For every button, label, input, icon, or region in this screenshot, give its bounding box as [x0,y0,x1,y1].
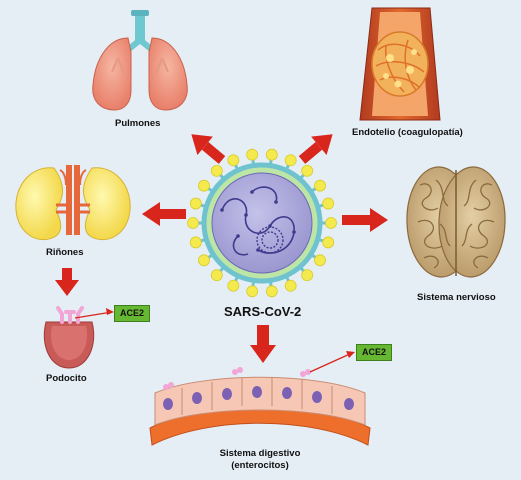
arrow-to-podocyte [55,268,79,296]
brain-illustration [406,166,506,278]
spike-head [322,236,335,249]
spike-head [265,148,278,161]
spike-head [210,164,223,177]
label-virus: SARS-CoV-2 [224,304,302,319]
spike-head [314,254,326,267]
label-lungs: Pulmones [115,118,161,129]
endothelium-illustration [359,7,441,121]
spike-head [325,217,337,229]
spike-head [246,285,259,298]
spike-head [227,279,240,292]
arrow-to-endothelium [298,134,333,164]
digestive-illustration [149,367,371,446]
ace2-pointer-enterocyte [309,351,355,373]
spike-head [198,254,210,267]
arrow-to-kidneys [142,202,186,226]
spike-head [227,154,240,167]
label-podocyte: Podocito [46,373,87,384]
spike-head [265,285,278,298]
label-digestive-line1: Sistema digestivo [219,448,301,459]
spike-head [301,164,314,177]
spike-head [246,148,259,161]
spike-head [198,179,210,192]
arrow-to-lungs [191,134,226,164]
label-digestive: Sistema digestivo (enterocitos) [205,448,315,472]
ace2-badge-podocyte: ACE2 [114,305,150,322]
lungs-illustration [92,10,188,111]
label-endothelium: Endotelio (coagulopatía) [352,127,463,138]
arrow-to-digestive [250,325,276,363]
label-nervous-system: Sistema nervioso [417,292,496,303]
spike-head [314,179,326,192]
arrows [55,134,388,363]
label-kidneys: Riñones [46,247,84,258]
virus-illustration [187,148,337,298]
kidneys-illustration [15,165,131,241]
label-digestive-line2: (enterocitos) [231,460,289,471]
spike-head [189,197,202,210]
spike-head [210,269,223,282]
spike-head [189,236,202,249]
podocyte-illustration [43,306,95,369]
arrow-to-nervous-system [342,208,388,232]
spike-head [187,217,199,229]
spike-head [322,197,335,210]
spike-head [301,269,314,282]
ace2-pointer-podocyte [74,308,114,319]
ace2-badge-enterocyte: ACE2 [356,344,392,361]
spike-head [284,279,297,292]
spike-head [284,154,297,167]
